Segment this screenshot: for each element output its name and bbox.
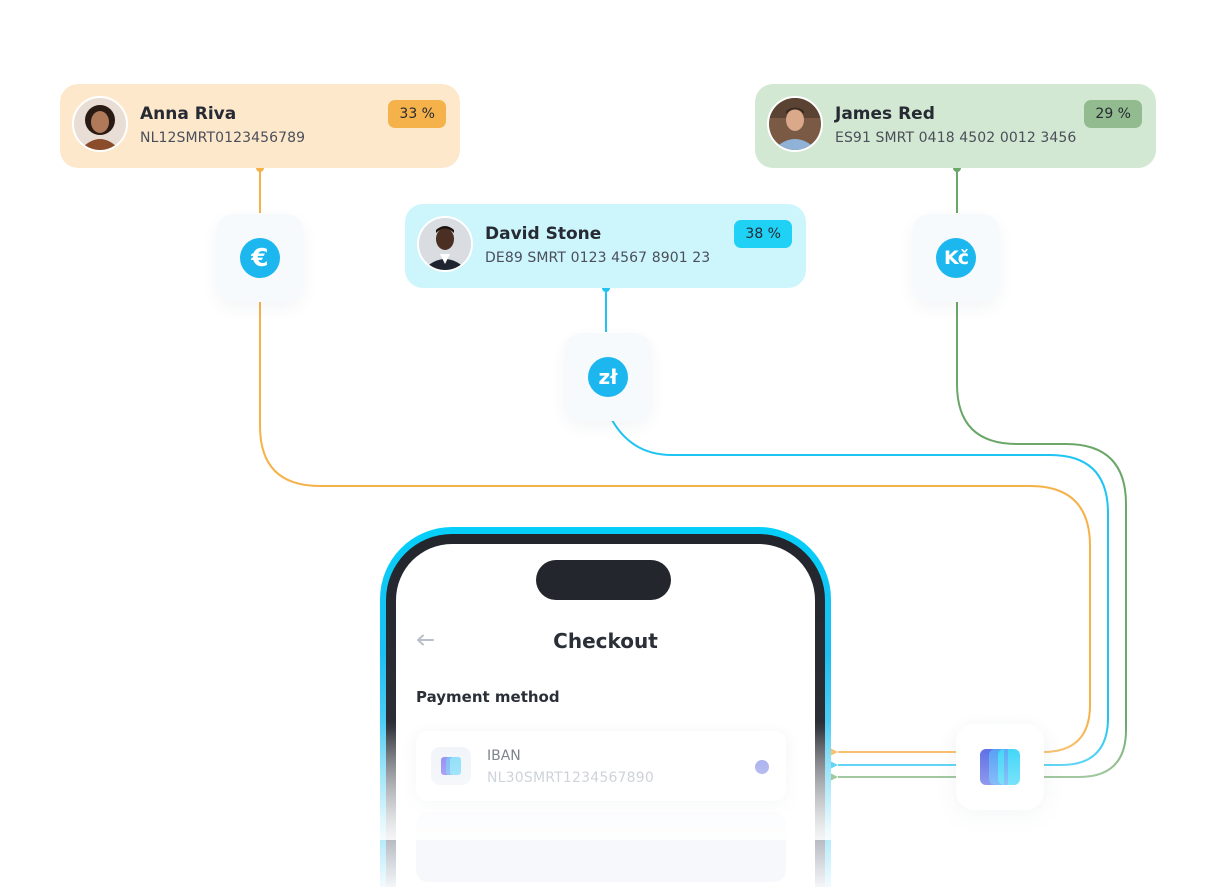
recipient-card-david[interactable]: David Stone DE89 SMRT 0123 4567 8901 23 …: [405, 204, 806, 288]
phone-notch: [536, 560, 671, 600]
recipient-card-james[interactable]: James Red ES91 SMRT 0418 4502 0012 3456 …: [755, 84, 1156, 168]
currency-tile-koruna: Kč: [912, 214, 1000, 302]
payment-method-label: Payment method: [416, 688, 560, 706]
recipient-name: David Stone: [485, 224, 602, 244]
selected-radio[interactable]: [755, 760, 769, 774]
euro-icon: €: [240, 238, 280, 278]
brand-logo-icon: [980, 749, 1020, 785]
checkout-screen: Checkout Payment method IBAN NL30SMRT123…: [396, 544, 815, 887]
phone-mockup: Checkout Payment method IBAN NL30SMRT123…: [380, 527, 831, 887]
share-badge: 29 %: [1084, 100, 1142, 128]
recipient-iban: ES91 SMRT 0418 4502 0012 3456: [835, 130, 1077, 146]
brand-tile: [956, 724, 1044, 810]
payment-method-name: IBAN: [487, 748, 521, 764]
koruna-icon: Kč: [936, 238, 976, 278]
recipient-iban: NL12SMRT0123456789: [140, 130, 306, 146]
back-arrow-icon[interactable]: [416, 634, 434, 646]
page-title: Checkout: [553, 629, 658, 653]
payment-method-iban[interactable]: IBAN NL30SMRT1234567890: [416, 731, 786, 801]
recipient-card-anna[interactable]: Anna Riva NL12SMRT0123456789 33 %: [60, 84, 460, 168]
share-badge: 38 %: [734, 220, 792, 248]
avatar: [417, 216, 473, 272]
avatar: [767, 96, 823, 152]
currency-tile-euro: €: [216, 214, 304, 302]
recipient-name: James Red: [835, 104, 935, 124]
zloty-icon: zł: [588, 357, 628, 397]
iban-logo-icon: [441, 757, 461, 775]
avatar: [72, 96, 128, 152]
recipient-name: Anna Riva: [140, 104, 237, 124]
currency-tile-zloty: zł: [564, 333, 652, 421]
recipient-iban: DE89 SMRT 0123 4567 8901 23: [485, 250, 711, 266]
share-badge: 33 %: [388, 100, 446, 128]
payment-method-iban-value: NL30SMRT1234567890: [487, 770, 654, 786]
payment-method-row[interactable]: [416, 812, 786, 882]
